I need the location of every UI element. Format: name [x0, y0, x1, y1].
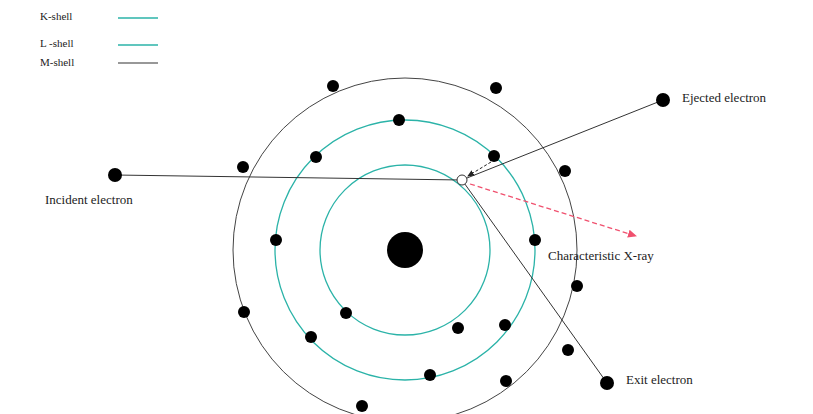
ejected-path [462, 100, 663, 180]
m-shell [233, 78, 577, 414]
electrons [237, 80, 583, 412]
legend-text: M-shell [40, 56, 74, 69]
legend-sample [118, 17, 158, 19]
ejected-electron-dot [656, 93, 670, 107]
electron-label: Ejected electron [682, 90, 766, 106]
k-shell [320, 165, 490, 335]
legend-sample [118, 62, 158, 63]
legend-text: L -shell [40, 37, 74, 50]
legend-text: K-shell [40, 10, 72, 23]
exit-path [462, 180, 607, 383]
electron-label: Exit electron [626, 372, 693, 388]
transition-arrow [468, 162, 491, 176]
electron-label: Incident electron [45, 192, 133, 208]
incident-electron-dot [108, 168, 122, 182]
l-shell [275, 120, 535, 380]
xray-label: Characteristic X-ray [548, 248, 654, 264]
xray-arrow [470, 184, 636, 236]
legend-sample [118, 44, 158, 46]
vacancy [457, 175, 467, 185]
nucleus [387, 232, 423, 268]
exit-electron-dot [600, 376, 614, 390]
incident-path [115, 175, 462, 180]
